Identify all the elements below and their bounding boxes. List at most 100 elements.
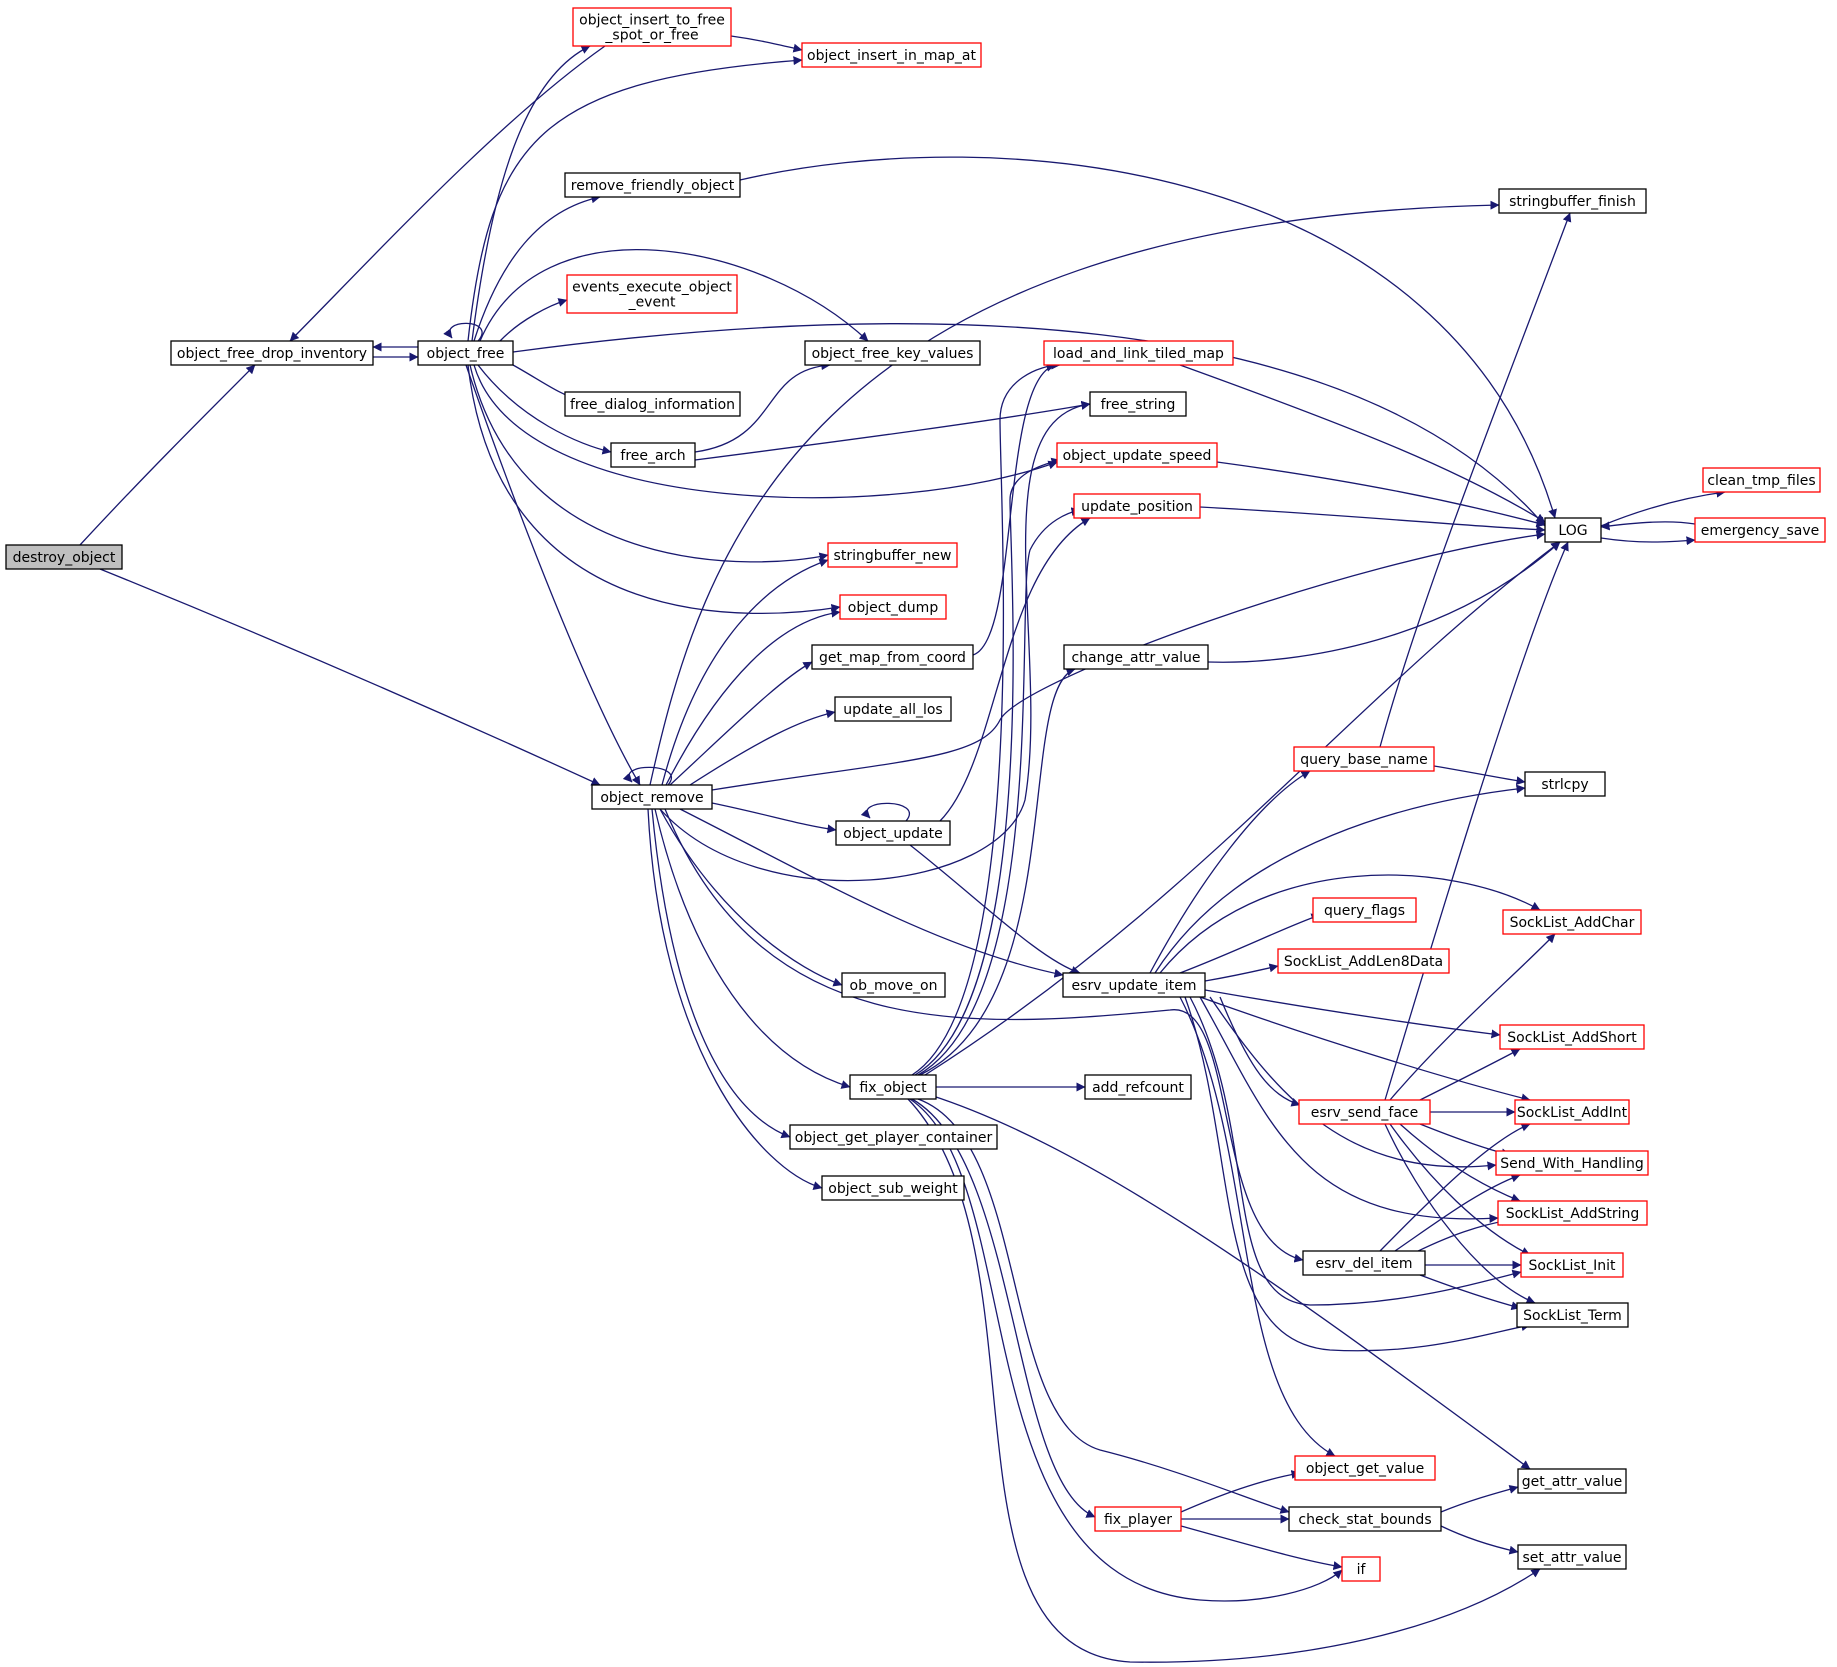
node-fix_player[interactable]: fix_player (1094, 1506, 1182, 1532)
node-object_sub_weight[interactable]: object_sub_weight (821, 1175, 965, 1201)
node-object_insert_to_free_spot_or_free[interactable]: object_insert_to_free_spot_or_free (572, 7, 732, 47)
edge-object_free-to-object_insert_to_free_spot_or_free (471, 45, 591, 342)
node-label: check_stat_bounds (1298, 1512, 1431, 1528)
node-esrv_update_item[interactable]: esrv_update_item (1062, 972, 1206, 998)
node-object_update_speed[interactable]: object_update_speed (1056, 442, 1218, 468)
node-label: emergency_save (1701, 523, 1820, 539)
edge-object_update_speed-to-LOG (1216, 461, 1546, 528)
node-esrv_del_item[interactable]: esrv_del_item (1302, 1250, 1426, 1276)
edge-free_arch-to-object_free_key_values (694, 361, 831, 453)
node-label: SockList_Term (1523, 1308, 1622, 1324)
node-object_get_player_container[interactable]: object_get_player_container (789, 1124, 998, 1150)
edge-object_free-to-object_remove (465, 364, 641, 786)
node-update_all_los[interactable]: update_all_los (834, 696, 952, 722)
node-label: strlcpy (1541, 777, 1588, 793)
node-fix_object[interactable]: fix_object (849, 1074, 937, 1100)
node-box (1502, 909, 1642, 935)
node-update_position[interactable]: update_position (1073, 493, 1201, 519)
edge-object_free-to-object_insert_in_map_at (467, 56, 803, 342)
edge-free_arch-to-free_string (694, 401, 1091, 461)
node-check_stat_bounds[interactable]: check_stat_bounds (1288, 1506, 1442, 1532)
node-stringbuffer_new[interactable]: stringbuffer_new (827, 542, 958, 568)
edge-fix_object-to-load_and_link_tiled_map (911, 360, 1061, 1076)
node-Send_With_Handling[interactable]: Send_With_Handling (1495, 1150, 1649, 1176)
node-label: object_insert_to_free (579, 13, 725, 29)
edge-esrv_send_face-to-SockList_AddShort (1419, 1048, 1521, 1101)
edge-object_remove-to-object_remove (622, 766, 672, 786)
edge-object_free-to-object_dump (467, 364, 841, 615)
node-strlcpy[interactable]: strlcpy (1524, 771, 1606, 797)
node-object_remove[interactable]: object_remove (591, 784, 713, 810)
node-object_insert_in_map_at[interactable]: object_insert_in_map_at (801, 42, 982, 68)
node-set_attr_value[interactable]: set_attr_value (1517, 1544, 1627, 1570)
node-label: SockList_AddChar (1510, 915, 1635, 931)
node-box (417, 340, 514, 366)
node-object_get_value[interactable]: object_get_value (1294, 1455, 1436, 1481)
node-if[interactable]: if (1341, 1556, 1381, 1582)
node-SockList_AddLen8Data[interactable]: SockList_AddLen8Data (1277, 948, 1450, 974)
node-SockList_Term[interactable]: SockList_Term (1516, 1302, 1629, 1328)
node-esrv_send_face[interactable]: esrv_send_face (1298, 1099, 1431, 1125)
node-box (1277, 948, 1450, 974)
node-label: set_attr_value (1523, 1550, 1622, 1566)
node-label: free_string (1101, 397, 1176, 413)
node-add_refcount[interactable]: add_refcount (1084, 1074, 1192, 1100)
node-label: free_arch (620, 448, 685, 464)
node-load_and_link_tiled_map[interactable]: load_and_link_tiled_map (1043, 340, 1234, 366)
node-get_attr_value[interactable]: get_attr_value (1517, 1468, 1627, 1494)
edge-emergency_save-to-LOG (1600, 521, 1696, 531)
node-free_arch[interactable]: free_arch (610, 442, 696, 468)
node-box (1514, 1099, 1630, 1125)
node-label: object_get_value (1306, 1461, 1424, 1477)
edge-destroy_object-to-object_remove (99, 568, 601, 786)
node-change_attr_value[interactable]: change_attr_value (1063, 644, 1209, 670)
node-box (1497, 1200, 1648, 1226)
node-object_free_key_values[interactable]: object_free_key_values (804, 340, 981, 366)
edge-fix_object-to-if (909, 1098, 1343, 1602)
node-SockList_AddInt[interactable]: SockList_AddInt (1514, 1099, 1630, 1125)
node-ob_move_on[interactable]: ob_move_on (841, 972, 946, 998)
node-SockList_AddChar[interactable]: SockList_AddChar (1502, 909, 1642, 935)
node-clean_tmp_files[interactable]: clean_tmp_files (1702, 467, 1821, 493)
node-label: object_update (843, 826, 942, 842)
node-free_string[interactable]: free_string (1089, 391, 1187, 417)
node-box (1498, 188, 1647, 214)
node-object_update[interactable]: object_update (835, 820, 951, 846)
node-query_flags[interactable]: query_flags (1312, 897, 1417, 923)
node-SockList_AddShort[interactable]: SockList_AddShort (1499, 1024, 1645, 1050)
node-label: esrv_del_item (1316, 1256, 1413, 1272)
node-get_map_from_coord[interactable]: get_map_from_coord (811, 644, 974, 670)
node-label: object_insert_in_map_at (807, 48, 977, 64)
node-box (1302, 1250, 1426, 1276)
edge-load_and_link_tiled_map-to-LOG (1179, 364, 1546, 523)
edge-remove_friendly_object-to-LOG (739, 156, 1557, 519)
node-object_dump[interactable]: object_dump (839, 594, 947, 620)
node-box (811, 644, 974, 670)
node-label: Send_With_Handling (1500, 1156, 1643, 1172)
node-label: object_free_drop_inventory (177, 346, 367, 362)
node-query_base_name[interactable]: query_base_name (1293, 746, 1435, 772)
node-box (1520, 1252, 1624, 1278)
edge-query_base_name-to-strlcpy (1433, 765, 1526, 786)
node-label: query_base_name (1300, 752, 1428, 768)
edge-object_remove-to-object_sub_weight (647, 808, 823, 1190)
node-free_dialog_information[interactable]: free_dialog_information (564, 391, 741, 417)
node-box (1495, 1150, 1649, 1176)
node-events_execute_object_event[interactable]: events_execute_object_event (566, 274, 738, 314)
edge-esrv_send_face-to-SockList_AddString (1399, 1123, 1521, 1203)
node-box (1063, 644, 1209, 670)
edge-esrv_send_face-to-SockList_AddChar (1389, 933, 1556, 1101)
edge-LOG-to-clean_tmp_files (1600, 488, 1726, 527)
node-remove_friendly_object[interactable]: remove_friendly_object (564, 172, 741, 198)
node-SockList_AddString[interactable]: SockList_AddString (1497, 1200, 1648, 1226)
edge-esrv_send_face-to-Send_With_Handling (1419, 1123, 1511, 1158)
node-emergency_save[interactable]: emergency_save (1694, 517, 1826, 543)
node-SockList_Init[interactable]: SockList_Init (1520, 1252, 1624, 1278)
node-box (566, 274, 738, 314)
node-LOG[interactable]: LOG (1544, 517, 1602, 543)
node-object_free_drop_inventory[interactable]: object_free_drop_inventory (170, 340, 374, 366)
node-stringbuffer_finish[interactable]: stringbuffer_finish (1498, 188, 1647, 214)
edge-object_remove-to-fix_object (654, 808, 851, 1089)
edge-fix_object-to-update_position (917, 507, 1081, 1076)
node-object_free[interactable]: object_free (417, 340, 514, 366)
